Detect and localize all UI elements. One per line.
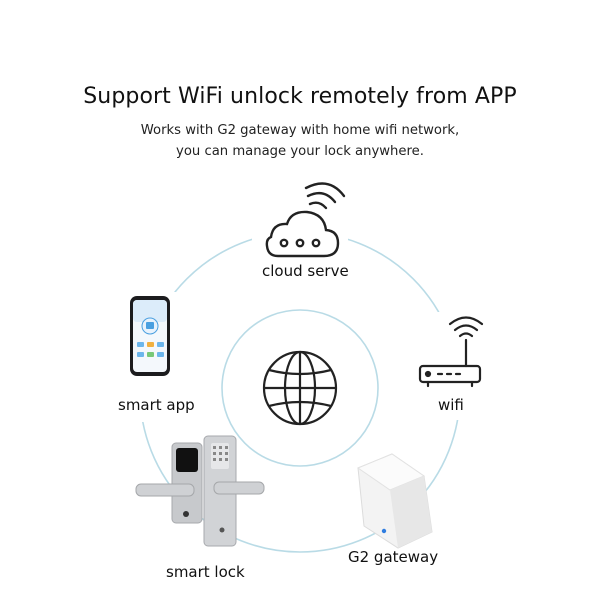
smart-app-label: smart app [118, 396, 195, 414]
g2-gateway-label: G2 gateway [348, 548, 439, 566]
page-subtitle: Works with G2 gateway with home wifi net… [0, 120, 600, 162]
subtitle-line-1: Works with G2 gateway with home wifi net… [140, 123, 460, 138]
wifi-label: wifi [438, 396, 464, 414]
smart-lock-label: smart lock [166, 563, 245, 581]
gateway-device [356, 453, 433, 549]
wifi-router-icon [418, 316, 484, 388]
inner-ring [221, 309, 379, 467]
subtitle-line-2: you can manage your lock anywhere. [176, 144, 424, 159]
smart-lock-device [135, 435, 265, 547]
smartphone-app [130, 296, 170, 376]
page-title: Support WiFi unlock remotely from APP [83, 84, 517, 109]
cloud-icon [265, 182, 346, 258]
cloud-serve-label: cloud serve [262, 262, 349, 280]
globe-icon [262, 350, 338, 426]
